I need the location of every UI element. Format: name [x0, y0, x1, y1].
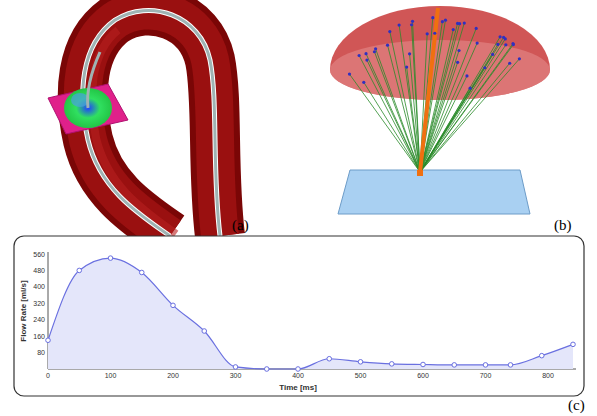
- sample-dot: [491, 53, 494, 56]
- data-point: [77, 268, 82, 273]
- sample-dot: [496, 43, 499, 46]
- sample-dot: [456, 22, 459, 25]
- ray-line: [399, 25, 420, 172]
- data-point: [483, 363, 488, 368]
- data-point: [264, 367, 269, 372]
- normal-axis: [420, 8, 438, 172]
- sample-dot: [518, 57, 521, 60]
- tick-label: 200: [167, 372, 179, 379]
- sample-dot: [433, 32, 436, 35]
- tick-label: 400: [292, 372, 304, 379]
- data-point: [202, 329, 207, 334]
- aorta-illustration: [48, 10, 220, 236]
- tick-label: 600: [417, 372, 429, 379]
- sample-dot: [499, 35, 502, 38]
- data-point: [452, 363, 457, 368]
- panel-label: (a): [232, 218, 249, 233]
- sample-dot: [411, 20, 414, 23]
- sample-dot: [469, 87, 472, 90]
- tick-label: 500: [355, 372, 367, 379]
- sample-dot: [444, 19, 447, 22]
- data-point: [539, 353, 544, 358]
- sample-dot: [408, 52, 411, 55]
- sample-dot: [373, 50, 376, 53]
- data-point: [327, 356, 332, 361]
- data-point: [171, 303, 176, 308]
- sample-dot: [374, 47, 377, 50]
- sample-dot: [504, 43, 507, 46]
- sample-dot: [348, 73, 351, 76]
- data-point: [46, 338, 51, 343]
- sample-dot: [398, 23, 401, 26]
- ray-line: [359, 56, 420, 172]
- tick-label: 800: [542, 372, 554, 379]
- tick-label: 400: [33, 283, 45, 290]
- data-point: [296, 367, 301, 372]
- sample-dot: [456, 61, 459, 64]
- tick-label: 320: [33, 300, 45, 307]
- panel-label: (b): [554, 218, 572, 233]
- sample-dot: [475, 27, 478, 30]
- sample-dot: [365, 58, 368, 61]
- data-point: [389, 362, 394, 367]
- sample-dot: [483, 66, 486, 69]
- axis-title: Flow Rate [ml/s]: [20, 280, 28, 341]
- sample-dot: [426, 32, 429, 35]
- data-point: [571, 342, 576, 347]
- ray-line: [420, 30, 453, 172]
- data-point: [421, 362, 426, 367]
- data-point: [233, 365, 238, 370]
- sample-dot: [388, 30, 391, 33]
- sample-dot: [465, 74, 468, 77]
- sample-dot: [457, 49, 460, 52]
- ray-line: [413, 21, 420, 172]
- tick-label: 0: [46, 372, 50, 379]
- ray-line: [390, 32, 420, 172]
- tick-label: 80: [37, 349, 45, 356]
- panel-label: (c): [568, 398, 585, 413]
- sample-dot: [410, 23, 413, 26]
- data-point: [108, 256, 113, 261]
- flow-curve: [48, 258, 573, 369]
- sample-dot: [508, 62, 511, 65]
- tick-label: 240: [33, 316, 45, 323]
- ray-line: [420, 45, 513, 172]
- data-point: [358, 360, 363, 365]
- tick-label: 300: [230, 372, 242, 379]
- ray-line: [364, 82, 420, 172]
- sample-dot: [358, 54, 361, 57]
- axis-title: Time [ms]: [279, 384, 317, 392]
- sample-dot: [504, 37, 507, 40]
- flow-chart: [14, 236, 584, 396]
- tick-label: 160: [33, 333, 45, 340]
- sample-dot: [452, 28, 455, 31]
- sample-dot: [441, 20, 444, 23]
- sample-dot: [364, 52, 367, 55]
- ray-line: [388, 45, 420, 172]
- data-point: [508, 363, 513, 368]
- tick-label: 480: [33, 267, 45, 274]
- sample-dot: [476, 41, 479, 44]
- sample-dot: [511, 42, 514, 45]
- tick-label: 100: [105, 372, 117, 379]
- sample-dot: [463, 22, 466, 25]
- tick-label: 560: [33, 251, 45, 258]
- tick-label: 700: [480, 372, 492, 379]
- sample-dot: [362, 81, 365, 84]
- sample-dot: [405, 65, 408, 68]
- sample-dot: [386, 44, 389, 47]
- data-point: [139, 270, 144, 275]
- apex-point: [417, 170, 423, 176]
- ray-line: [374, 52, 420, 172]
- cone-illustration: [330, 6, 550, 214]
- sample-dot: [431, 16, 434, 19]
- flow-area: [48, 258, 573, 369]
- sample-dot: [512, 43, 515, 46]
